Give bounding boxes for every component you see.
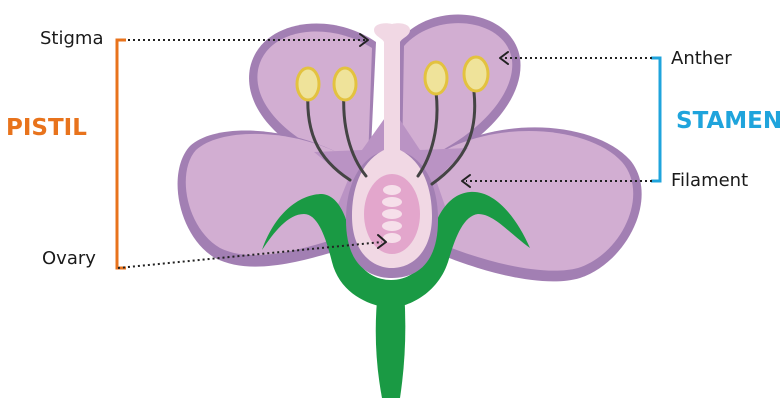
filament-label: Filament xyxy=(671,172,748,190)
anther-4 xyxy=(464,57,488,91)
pistil-bracket xyxy=(117,40,126,268)
anther-3 xyxy=(425,62,447,94)
anther-1 xyxy=(297,68,319,100)
stamen-bracket xyxy=(651,58,660,181)
stigma-label: Stigma xyxy=(40,30,103,48)
anther-label: Anther xyxy=(671,50,732,68)
anther-2 xyxy=(334,68,356,100)
ovary-label: Ovary xyxy=(42,250,96,268)
stamen-label: STAMEN xyxy=(676,110,780,133)
pistil-label: PISTIL xyxy=(6,117,87,140)
